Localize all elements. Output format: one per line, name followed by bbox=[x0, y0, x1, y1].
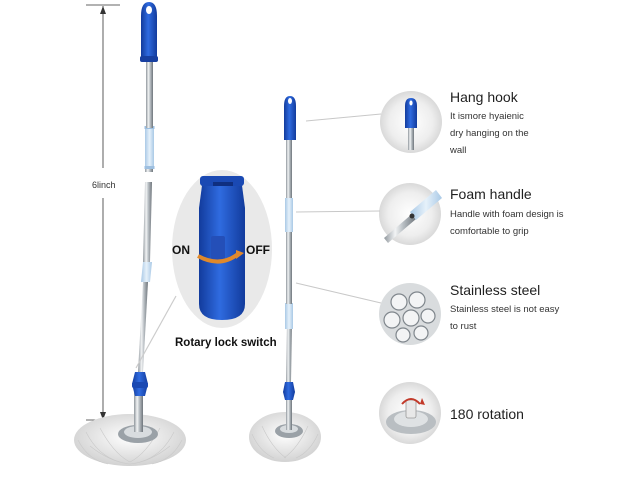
rotary-lock-closeup bbox=[135, 170, 272, 369]
feature-desc-stainless-steel: Stainless steel is not easy to rust bbox=[450, 301, 559, 335]
desc-line: to rust bbox=[450, 321, 477, 332]
mop-right bbox=[249, 96, 321, 462]
dimension-label: 6linch bbox=[92, 180, 116, 190]
desc-line: comfortable to grip bbox=[450, 226, 529, 237]
feature-desc-foam-handle: Handle with foam design is comfortable t… bbox=[450, 206, 564, 240]
hang-hook-circle bbox=[305, 91, 442, 153]
rotation-circle bbox=[379, 382, 441, 444]
feature-title-foam-handle: Foam handle bbox=[450, 186, 532, 202]
foam-handle-circle bbox=[295, 183, 442, 245]
desc-line: It ismore hyaienic bbox=[450, 111, 524, 122]
mop-left bbox=[74, 2, 186, 466]
off-label: OFF bbox=[246, 243, 270, 257]
feature-title-hang-hook: Hang hook bbox=[450, 89, 518, 105]
stainless-steel-circle bbox=[295, 282, 441, 345]
desc-line: dry hanging on the bbox=[450, 128, 529, 139]
desc-line: Stainless steel is not easy bbox=[450, 304, 560, 315]
feature-desc-hang-hook: It ismore hyaienic dry hanging on the wa… bbox=[450, 108, 529, 159]
desc-line: Handle with foam design is bbox=[450, 209, 564, 220]
on-label: ON bbox=[172, 243, 190, 257]
dimension-line bbox=[86, 4, 120, 421]
rotary-lock-caption: Rotary lock switch bbox=[175, 337, 277, 349]
feature-title-stainless-steel: Stainless steel bbox=[450, 282, 541, 298]
feature-title-rotation: 180 rotation bbox=[450, 406, 524, 422]
desc-line: wall bbox=[450, 145, 467, 156]
